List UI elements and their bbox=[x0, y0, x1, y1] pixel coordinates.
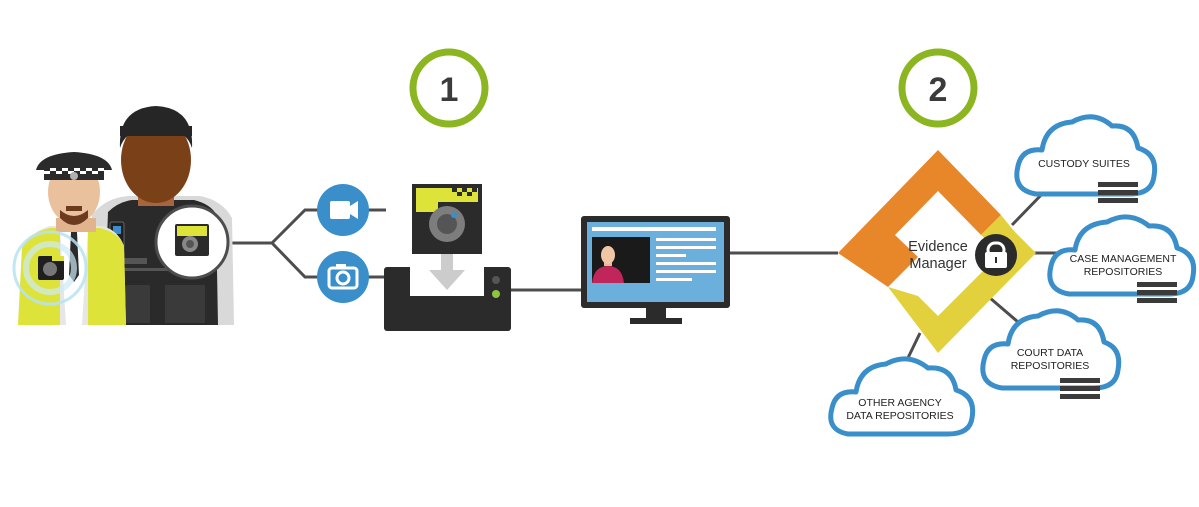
cloud-label-line1: CASE MANAGEMENT bbox=[1070, 253, 1177, 265]
docked-camera bbox=[412, 184, 482, 254]
evidence-manager-label-line2: Manager bbox=[909, 256, 966, 272]
server-stack-icon bbox=[1137, 282, 1177, 303]
evidence-manager-label-line1: Evidence bbox=[908, 239, 968, 255]
officer-front bbox=[12, 152, 126, 325]
cloud-other-agency: OTHER AGENCY DATA REPOSITORIES bbox=[828, 356, 976, 437]
officers-illustration bbox=[12, 106, 234, 325]
step-2-label: 2 bbox=[929, 71, 948, 109]
computer-monitor bbox=[581, 216, 730, 324]
cloud-label-line1: CUSTODY SUITES bbox=[1038, 158, 1130, 170]
download-arrow-icon bbox=[429, 254, 465, 290]
photo-camera-icon bbox=[317, 251, 369, 303]
server-stack-icon bbox=[1098, 182, 1138, 203]
cloud-label-line2: REPOSITORIES bbox=[1011, 360, 1090, 372]
step-2-badge: 2 bbox=[898, 48, 978, 128]
cloud-custody-suites: CUSTODY SUITES bbox=[1014, 114, 1158, 203]
cloud-label-line2: REPOSITORIES bbox=[1084, 266, 1163, 278]
lock-icon bbox=[975, 234, 1017, 276]
body-camera-zoom bbox=[154, 204, 230, 280]
step-1-badge: 1 bbox=[409, 48, 489, 128]
cloud-court-data: COURT DATA REPOSITORIES bbox=[980, 308, 1122, 399]
cloud-label-line1: COURT DATA bbox=[1017, 347, 1083, 359]
cloud-label-line1: OTHER AGENCY bbox=[858, 397, 941, 409]
docking-station bbox=[384, 184, 511, 331]
server-stack-icon bbox=[1060, 378, 1100, 399]
cloud-shape bbox=[1047, 214, 1197, 297]
step-1-label: 1 bbox=[440, 71, 459, 109]
cloud-case-management: CASE MANAGEMENT REPOSITORIES bbox=[1047, 214, 1197, 303]
video-camera-icon bbox=[317, 184, 369, 236]
cloud-label-line2: DATA REPOSITORIES bbox=[846, 410, 953, 422]
cloud-shape bbox=[1014, 114, 1158, 197]
cloud-shape bbox=[980, 308, 1122, 391]
evidence-manager: Evidence Manager bbox=[838, 150, 1036, 353]
person-avatar-icon bbox=[592, 246, 624, 283]
cloud-shape bbox=[828, 356, 976, 437]
